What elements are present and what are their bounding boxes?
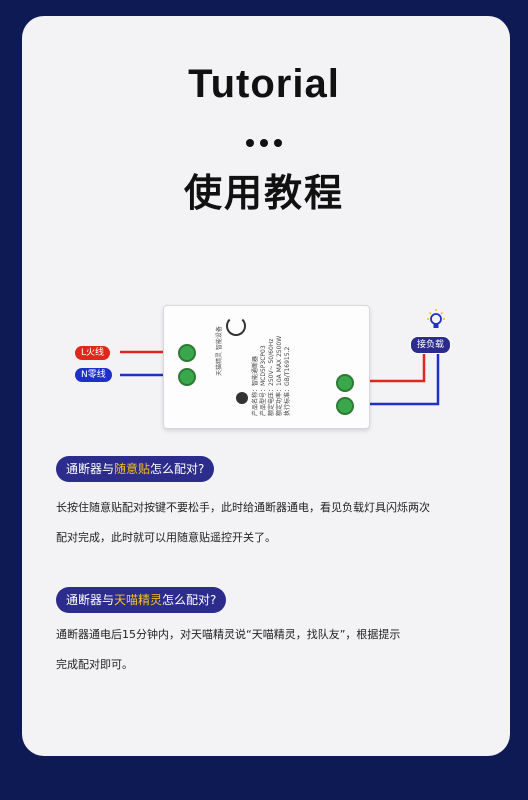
title-english: Tutorial: [188, 62, 340, 106]
spec-line: 额定电压：250V~ 50/60Hz: [268, 338, 275, 416]
load-label: 接负载: [410, 336, 452, 354]
lightbulb-icon: [427, 309, 445, 328]
question-prefix: 通断器与: [66, 462, 115, 476]
question-highlight: 天喵精灵: [114, 593, 163, 607]
question-suffix: 怎么配对?: [150, 462, 205, 476]
power-button-icon: [226, 316, 246, 336]
instruction-line: 配对完成，此时就可以用随意贴遥控开关了。: [56, 531, 276, 544]
spec-line: 执行标准：GB/T16915.2: [284, 346, 291, 416]
question-pill-speaker: 通断器与天喵精灵怎么配对?: [56, 587, 227, 613]
spec-line: 额定功率：10A MAX 2500W: [276, 335, 283, 416]
question-suffix: 怎么配对?: [162, 593, 217, 607]
spec-line: 产品名称：智能通断器: [252, 355, 259, 416]
device-logo: [236, 392, 248, 404]
title-chinese: 使用教程: [183, 171, 344, 215]
device-brand: 天猫精灵 智能设备: [216, 326, 223, 376]
breaker-device: 天猫精灵 智能设备 产品名称：智能通断器 产品型号：MCD5P3CP03 额定电…: [163, 305, 370, 429]
instruction-line: 长按住随意贴配对按键不要松手，此时给通断器通电，看见负载灯具闪烁两次: [56, 501, 430, 514]
device-specs: 产品名称：智能通断器 产品型号：MCD5P3CP03 额定电压：250V~ 50…: [252, 336, 292, 416]
question-pill-remote: 通断器与随意贴怎么配对?: [56, 456, 215, 482]
live-out-wire: [346, 352, 426, 383]
spec-line: 产品型号：MCD5P3CP03: [260, 345, 267, 416]
terminal-n-in: [178, 368, 196, 386]
instruction-remote: 长按住随意贴配对按键不要松手，此时给通断器通电，看见负载灯具闪烁两次 配对完成，…: [56, 495, 476, 551]
instruction-line: 完成配对即可。: [56, 658, 133, 671]
instruction-line: 通断器通电后15分钟内，对天喵精灵说“天喵精灵，找队友”，根据提示: [56, 628, 401, 641]
neutral-wire-label: N零线: [75, 368, 112, 382]
question-highlight: 随意贴: [114, 462, 151, 476]
instruction-speaker: 通断器通电后15分钟内，对天喵精灵说“天喵精灵，找队友”，根据提示 完成配对即可…: [56, 622, 476, 678]
question-prefix: 通断器与: [66, 593, 115, 607]
terminal-l-in: [178, 344, 196, 362]
terminal-l-out: [336, 374, 354, 392]
divider-dots: [0, 132, 528, 151]
neutral-out-wire: [346, 352, 440, 406]
live-wire-label: L火线: [75, 346, 111, 360]
terminal-n-out: [336, 397, 354, 415]
